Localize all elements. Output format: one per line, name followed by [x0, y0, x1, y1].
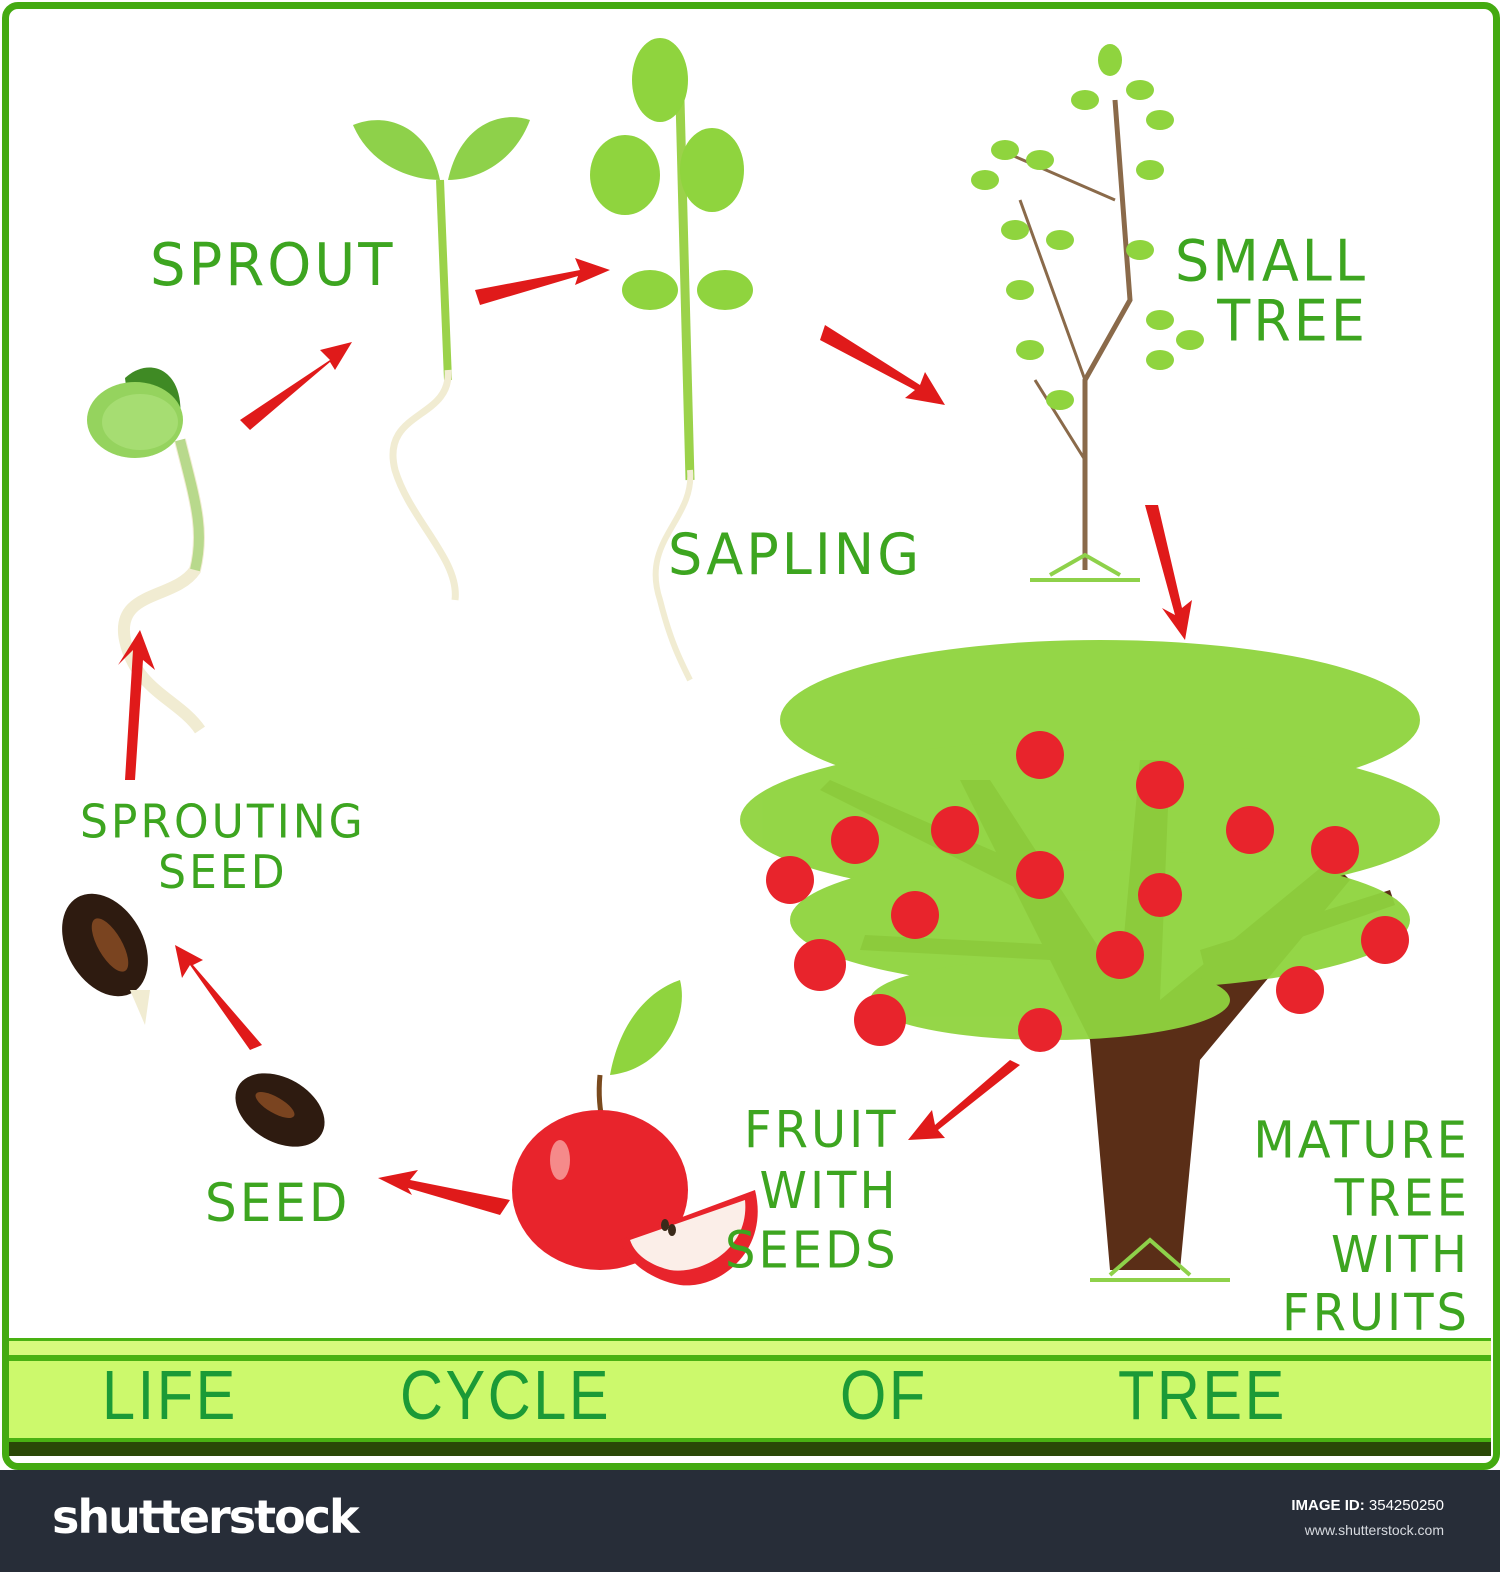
- label-sapling: SAPLING: [668, 521, 923, 588]
- label-sprout: SPROUT: [150, 231, 396, 300]
- seed-icon: [62, 893, 325, 1147]
- title-word-tree: TREE: [1118, 1356, 1287, 1434]
- image-id: IMAGE ID: 354250250: [1291, 1497, 1444, 1514]
- footer-url: www.shutterstock.com: [1304, 1522, 1444, 1538]
- illustration: [62, 38, 1440, 1286]
- diagram-border: [2, 2, 1500, 1470]
- arrow-to-small-tree: [820, 325, 945, 405]
- small-tree-icon: [971, 44, 1204, 582]
- mature-tree-icon: [740, 640, 1440, 1282]
- arrow-to-sprout: [240, 342, 352, 430]
- label-small-tree: SMALL TREE: [1175, 227, 1368, 354]
- sprout-icon: [353, 117, 530, 601]
- title-banner: [9, 1338, 1491, 1456]
- stock-footer: [0, 1470, 1500, 1572]
- sprouting-seed-icon: [87, 367, 205, 734]
- label-sprouting-seed: SPROUTING SEED: [80, 795, 366, 900]
- label-mature-tree: MATURE TREE WITH FRUITS: [1253, 1111, 1470, 1343]
- arrow-to-seed: [378, 1170, 510, 1215]
- arrow-to-sapling: [475, 258, 610, 305]
- arrow-seed-germinate: [175, 945, 262, 1050]
- image-id-label: IMAGE ID:: [1291, 1497, 1365, 1514]
- arrow-to-mature-tree: [1145, 505, 1192, 640]
- image-id-value: 354250250: [1368, 1497, 1444, 1514]
- title-word-cycle: CYCLE: [400, 1356, 612, 1434]
- sapling-icon: [590, 38, 753, 682]
- title-word-life: LIFE: [102, 1356, 238, 1434]
- arrow-to-fruit: [908, 1060, 1020, 1140]
- label-fruit-with-seeds: FRUIT WITH SEEDS: [725, 1100, 899, 1281]
- arrow-seed-to-sprouting: [118, 630, 155, 780]
- shutterstock-logo: shutterstock: [52, 1490, 360, 1544]
- label-seed: SEED: [205, 1172, 351, 1234]
- apple-icon: [512, 980, 758, 1286]
- diagram-canvas: SPROUT SAPLING SMALL TREE SPROUTING SEED…: [0, 0, 1500, 1470]
- title-word-of: OF: [840, 1356, 928, 1434]
- cycle-arrows: [118, 258, 1192, 1215]
